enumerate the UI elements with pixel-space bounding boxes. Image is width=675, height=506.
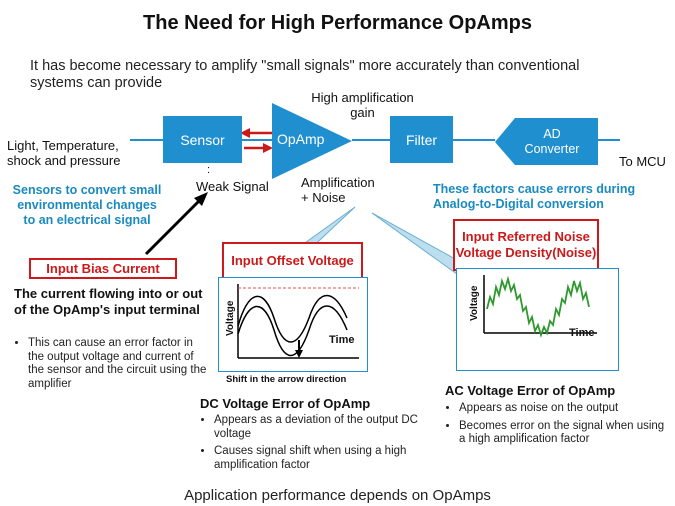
ad-converter-shape <box>495 118 598 165</box>
shift-arrow <box>295 350 303 358</box>
opamp-triangle <box>272 103 352 179</box>
filter-label: Filter <box>405 131 438 148</box>
sensor-label: Sensor <box>180 131 225 148</box>
offset-graph-svg <box>237 284 359 359</box>
noise-wave <box>486 275 590 338</box>
offset-wave-lower <box>237 305 348 357</box>
output-label: To MCU <box>619 154 666 169</box>
ad-line2: Converter <box>524 142 580 156</box>
intro-text: It has become necessary to amplify "smal… <box>30 58 580 91</box>
offset-x-axis-label: Time <box>329 334 355 346</box>
filter-block: Filter <box>390 116 453 163</box>
noise-x-axis-label: Time <box>569 327 595 339</box>
input-bias-bullets: This can cause an error factor in the ou… <box>14 337 208 395</box>
offset-y-axis-label: Voltage <box>225 300 236 336</box>
weak-signal-colon: : <box>207 164 211 176</box>
noise-y-axis-label: Voltage <box>469 285 480 321</box>
noise-bullet-1: Appears as noise on the output <box>459 402 669 416</box>
ad-converter-label: AD Converter <box>512 127 592 157</box>
input-bias-heading: The current flowing into or out of the O… <box>14 286 203 317</box>
footer-text: Application performance depends on OpAmp… <box>184 487 491 504</box>
offset-label-text: Input Offset Voltage <box>231 253 354 268</box>
offset-bullets: Appears as a deviation of the output DC … <box>200 414 434 476</box>
offset-bullet-2: Causes signal shift when using a high am… <box>214 445 434 472</box>
noise-heading: AC Voltage Error of OpAmp <box>445 383 616 398</box>
offset-heading: DC Voltage Error of OpAmp <box>200 396 371 411</box>
noise-label-text: Input Referred Noise Voltage Density(Noi… <box>455 229 597 260</box>
input-bias-bullet: This can cause an error factor in the ou… <box>28 337 208 391</box>
bias-pointer-arrow <box>144 198 202 256</box>
weak-signal-label: Weak Signal <box>196 179 269 194</box>
noise-graph-svg <box>483 275 597 338</box>
ad-line1: AD <box>543 127 561 141</box>
sensor-block: Sensor <box>163 116 242 163</box>
offset-label: Input Offset Voltage <box>222 242 363 280</box>
noise-label: Input Referred Noise Voltage Density(Noi… <box>453 219 599 271</box>
amplification-line1: Amplification <box>301 175 375 190</box>
offset-bullet-1: Appears as a deviation of the output DC … <box>214 414 434 441</box>
opamp-label: OpAmp <box>277 131 325 147</box>
amplification-line2: + Noise <box>301 190 346 205</box>
offset-caption: Shift in the arrow direction <box>226 374 347 385</box>
sensors-convert-note: Sensors to convert small environmental c… <box>12 183 162 227</box>
input-label: Light, Temperature, shock and pressure <box>7 138 121 168</box>
offset-wave-upper <box>237 295 348 343</box>
noise-bullet-2: Becomes error on the signal when using a… <box>459 420 669 447</box>
noise-graph: Voltage Time <box>456 268 619 371</box>
amplification-noise-label: Amplification + Noise <box>301 175 375 205</box>
noise-bullets: Appears as noise on the output Becomes e… <box>445 402 669 451</box>
offset-graph: Voltage Time <box>218 277 368 372</box>
input-bias-label: Input Bias Current <box>29 258 177 279</box>
page-title: The Need for High Performance OpAmps <box>143 12 532 34</box>
factors-errors-note: These factors cause errors during Analog… <box>433 182 636 211</box>
high-amp-label: High amplification gain <box>311 90 414 120</box>
